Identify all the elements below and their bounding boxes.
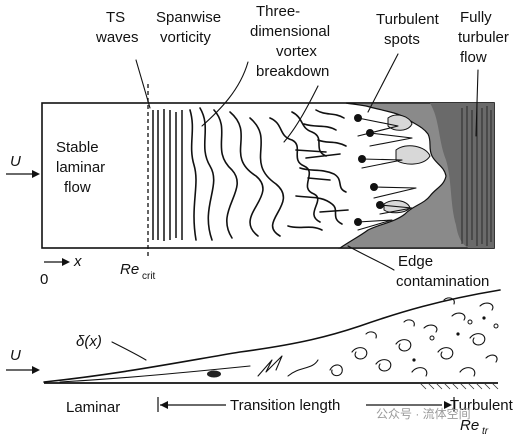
stable-text-3: flow <box>64 179 91 196</box>
edge-contamination-label: Edge contamination <box>396 253 489 290</box>
turbulent-spots-text-2: spots <box>384 31 420 48</box>
u-label-bottom: U <box>10 347 21 364</box>
laminar-label: Laminar <box>66 399 120 416</box>
three-d-text-3: vortex <box>276 43 317 60</box>
turbulent-label: Turbulent <box>450 397 514 414</box>
re-tr-label: Re <box>460 417 479 434</box>
turbulent-spots-text-1: Turbulent <box>376 11 440 28</box>
boundary-layer-edge <box>43 289 501 383</box>
transition-length-label: Transition length <box>230 397 340 414</box>
spanwise-label: Spanwise vorticity <box>156 9 221 46</box>
turbulent-eddies <box>207 297 499 378</box>
edge-text-2: contamination <box>396 273 489 290</box>
re-tr-subscript: tr <box>482 426 489 437</box>
fully-text-1: Fully <box>460 9 492 26</box>
three-d-text-1: Three- <box>256 3 300 20</box>
ts-waves-label: TS waves <box>95 9 139 46</box>
spanwise-vortices <box>189 107 285 241</box>
watermark: 公众号 · 流体空间 <box>376 407 471 421</box>
bl-inner-line <box>59 365 251 383</box>
three-d-text-4: breakdown <box>256 63 329 80</box>
top-panel: TS waves Spanwise vorticity Three- dimen… <box>6 3 509 290</box>
delta-leader <box>111 341 147 361</box>
x-axis: 0 x Re crit <box>40 253 156 288</box>
stable-text-2: laminar <box>56 159 105 176</box>
spanwise-text-1: Spanwise <box>156 9 221 26</box>
fully-text-2: turbuler <box>458 29 509 46</box>
u-label-top: U <box>10 153 21 170</box>
vortex-breakdown <box>269 109 349 231</box>
stable-text-1: Stable <box>56 139 99 156</box>
ts-waves-text-2: waves <box>95 29 139 46</box>
stable-laminar-label: Stable laminar flow <box>56 139 105 196</box>
spanwise-text-2: vorticity <box>160 29 211 46</box>
re-crit-label: Re <box>120 261 139 278</box>
three-d-text-2: dimensional <box>250 23 330 40</box>
three-d-label: Three- dimensional vortex breakdown <box>250 3 330 80</box>
freestream-arrow-top: U <box>6 153 40 178</box>
bottom-panel: δ(x) U Laminar Transition length Turbule… <box>6 289 514 437</box>
spot-wedges <box>354 114 417 231</box>
turbulent-streaks <box>461 104 492 246</box>
re-crit-subscript: crit <box>142 271 156 282</box>
ts-waves-text-1: TS <box>106 9 125 26</box>
fully-text-3: flow <box>460 49 487 66</box>
plate-hatching <box>419 382 499 390</box>
delta-label: δ(x) <box>76 333 102 350</box>
turbulent-spots-label: Turbulent spots <box>376 11 440 48</box>
freestream-arrow-bottom: U <box>6 347 40 374</box>
edge-text-1: Edge <box>398 253 433 270</box>
axis-origin: 0 <box>40 271 48 288</box>
ts-wave-lines <box>152 109 183 241</box>
transition-length-span: Transition length <box>157 397 455 414</box>
axis-x-label: x <box>73 253 82 270</box>
label-leaders <box>135 53 479 271</box>
fully-turbulent-label: Fully turbuler flow <box>458 9 509 66</box>
